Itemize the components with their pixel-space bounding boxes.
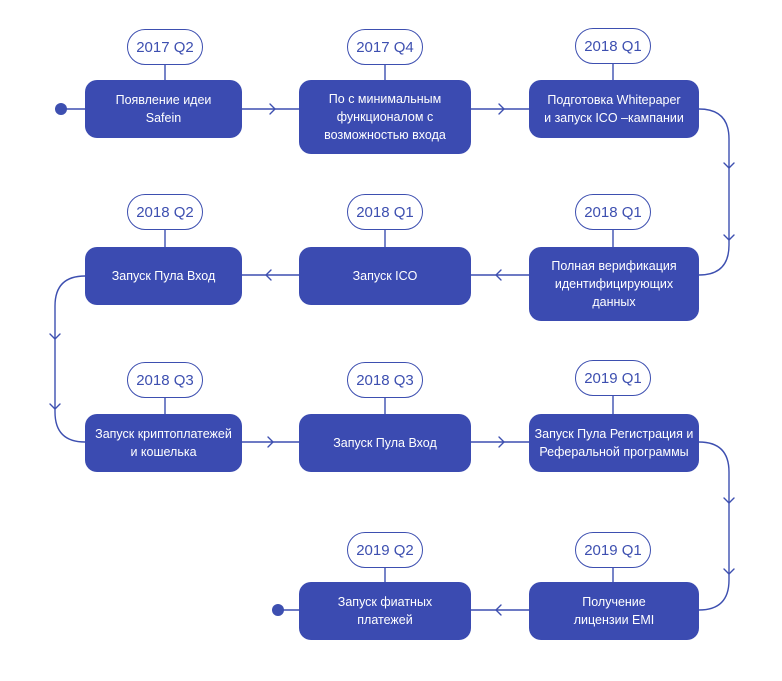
milestone-3-period: 2018 Q1: [575, 28, 651, 64]
milestone-9-line-1: Запуск Пула Регистрация и: [534, 427, 694, 441]
end-dot: [272, 604, 284, 616]
arrow-9-10b: [723, 568, 735, 575]
milestone-1-period: 2017 Q2: [127, 29, 203, 65]
arrow-10-11: [495, 604, 502, 616]
milestone-10-period: 2019 Q1: [575, 532, 651, 568]
arrow-8-9: [498, 436, 505, 448]
connector-3-4: [698, 108, 730, 276]
milestone-5-period: 2018 Q1: [347, 194, 423, 230]
milestone-8-period: 2018 Q3: [347, 362, 423, 398]
milestone-9-box: Запуск Пула Регистрация и Реферальной пр…: [529, 414, 699, 472]
milestone-7-box: Запуск криптоплатежей и кошелька: [85, 414, 242, 472]
arrow-6-7b: [49, 403, 61, 410]
milestone-8-line-1: Запуск Пула Вход: [333, 436, 437, 450]
arrow-3-4b: [723, 234, 735, 241]
milestone-2-line-2: функционалом с: [336, 110, 434, 124]
arrow-3-4a: [723, 162, 735, 169]
milestone-11-box: Запуск фиатных платежей: [299, 582, 471, 640]
milestone-3-line-1: Подготовка Whitepaper: [547, 93, 681, 107]
milestone-7-line-1: Запуск криптоплатежей: [95, 427, 232, 441]
milestone-4-line-1: Полная верификация: [551, 259, 677, 273]
milestone-5-line-1: Запуск ICO: [352, 269, 418, 283]
milestone-2-line-3: возможностью входа: [324, 128, 446, 142]
milestone-8-box: Запуск Пула Вход: [299, 414, 471, 472]
milestone-10-line-2: лицензии EMI: [573, 613, 655, 627]
milestone-10-box: Получение лицензии EMI: [529, 582, 699, 640]
milestone-5-box: Запуск ICO: [299, 247, 471, 305]
milestone-6-line-1: Запуск Пула Вход: [111, 269, 216, 283]
milestone-7-period: 2018 Q3: [127, 362, 203, 398]
milestone-11-period: 2019 Q2: [347, 532, 423, 568]
milestone-6-period: 2018 Q2: [127, 194, 203, 230]
milestone-2-box: По с минимальным функционалом с возможно…: [299, 80, 471, 154]
milestone-9-period: 2019 Q1: [575, 360, 651, 396]
milestone-1-box: Появление идеи Safein: [85, 80, 242, 138]
arrow-2-3: [498, 103, 505, 115]
connector-9-10: [698, 441, 730, 611]
milestone-9-line-2: Реферальной программы: [539, 445, 689, 459]
milestone-2-line-1: По с минимальным: [328, 92, 442, 106]
arrow-1-2: [269, 103, 276, 115]
arrow-6-7a: [49, 333, 61, 340]
milestone-4-box: Полная верификация идентифицирующих данн…: [529, 247, 699, 321]
arrow-5-6: [265, 269, 272, 281]
milestone-1-line-1: Появление идеи: [115, 93, 212, 107]
arrow-4-5: [495, 269, 502, 281]
milestone-4-line-2: идентифицирующих: [554, 277, 674, 291]
milestone-6-box: Запуск Пула Вход: [85, 247, 242, 305]
milestone-11-line-2: платежей: [357, 613, 413, 627]
milestone-4-period: 2018 Q1: [575, 194, 651, 230]
milestone-4-line-3: данных: [592, 295, 636, 309]
connector-6-7: [54, 275, 86, 443]
milestone-3-line-2: и запуск ICO –кампании: [544, 111, 684, 125]
arrow-7-8: [267, 436, 274, 448]
milestone-11-line-1: Запуск фиатных: [337, 595, 433, 609]
milestone-3-box: Подготовка Whitepaper и запуск ICO –камп…: [529, 80, 699, 138]
milestone-7-line-2: и кошелька: [130, 445, 197, 459]
milestone-10-line-1: Получение: [582, 595, 646, 609]
milestone-2-period: 2017 Q4: [347, 29, 423, 65]
arrow-9-10a: [723, 497, 735, 504]
milestone-1-line-2: Safein: [145, 111, 182, 125]
